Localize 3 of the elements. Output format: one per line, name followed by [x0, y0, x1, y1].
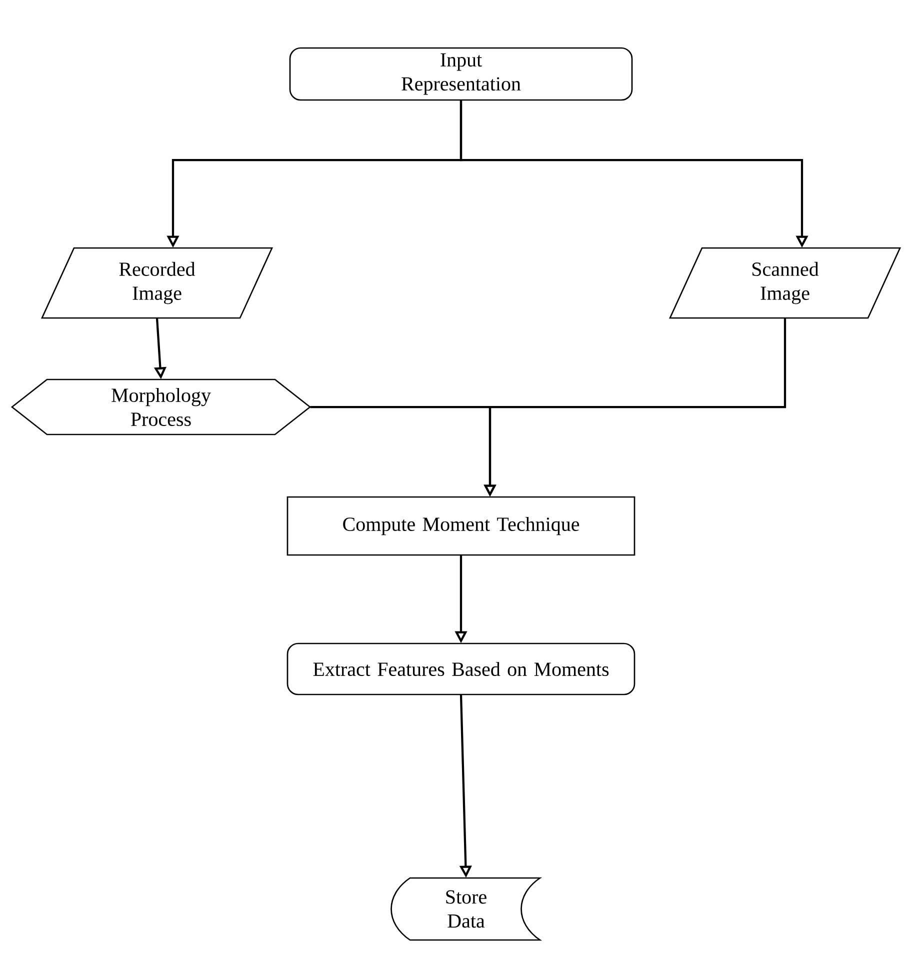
process-box: Extract Features Based on Moments [286, 642, 636, 696]
process-box: Input Representation [289, 47, 633, 101]
process-box: Compute Moment Technique [286, 496, 636, 556]
